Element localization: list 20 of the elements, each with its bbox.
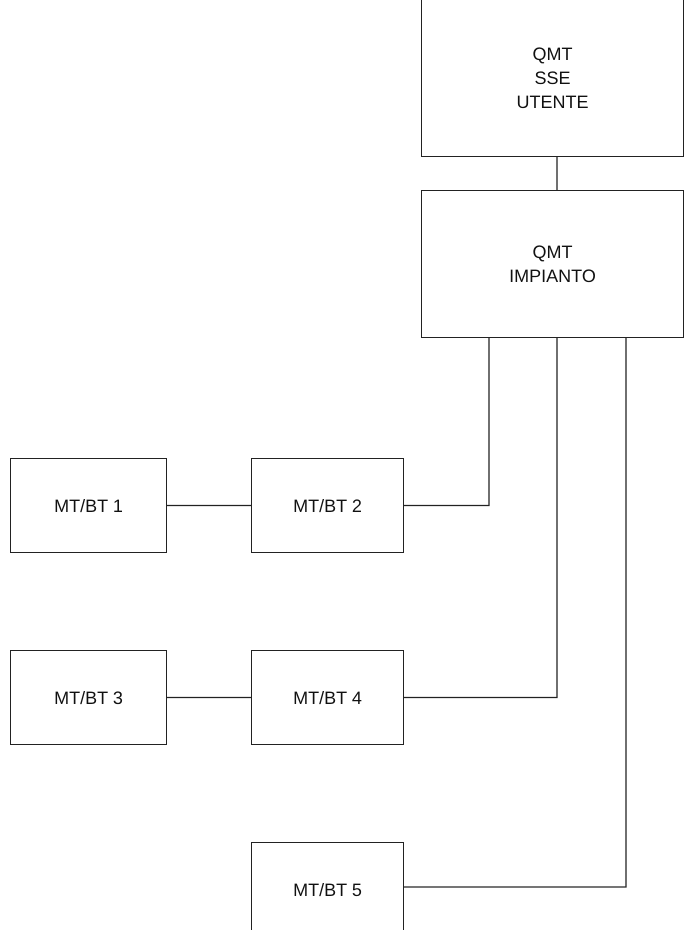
process-box <box>251 842 404 930</box>
box-label: MT/BT 3 <box>54 686 123 710</box>
process-box <box>421 0 684 157</box>
connector-line <box>167 504 251 506</box>
process-box <box>10 650 167 745</box>
box-label: MT/BT 1 <box>54 494 123 518</box>
box-label: MT/BT 2 <box>293 494 362 518</box>
connector-line <box>404 338 558 698</box>
box-label: QMT IMPIANTO <box>509 241 596 288</box>
box-label: MT/BT 5 <box>293 879 362 902</box>
process-box <box>421 190 684 338</box>
process-box <box>251 458 404 553</box>
process-box <box>251 650 404 745</box>
connector-line <box>167 696 251 698</box>
connector-line <box>404 338 627 888</box>
connector-line <box>556 157 558 190</box>
connector-line <box>404 338 490 506</box>
process-box <box>10 458 167 553</box>
box-label: MT/BT 4 <box>293 686 362 710</box>
box-label: QMT SSE UTENTE <box>516 42 588 114</box>
